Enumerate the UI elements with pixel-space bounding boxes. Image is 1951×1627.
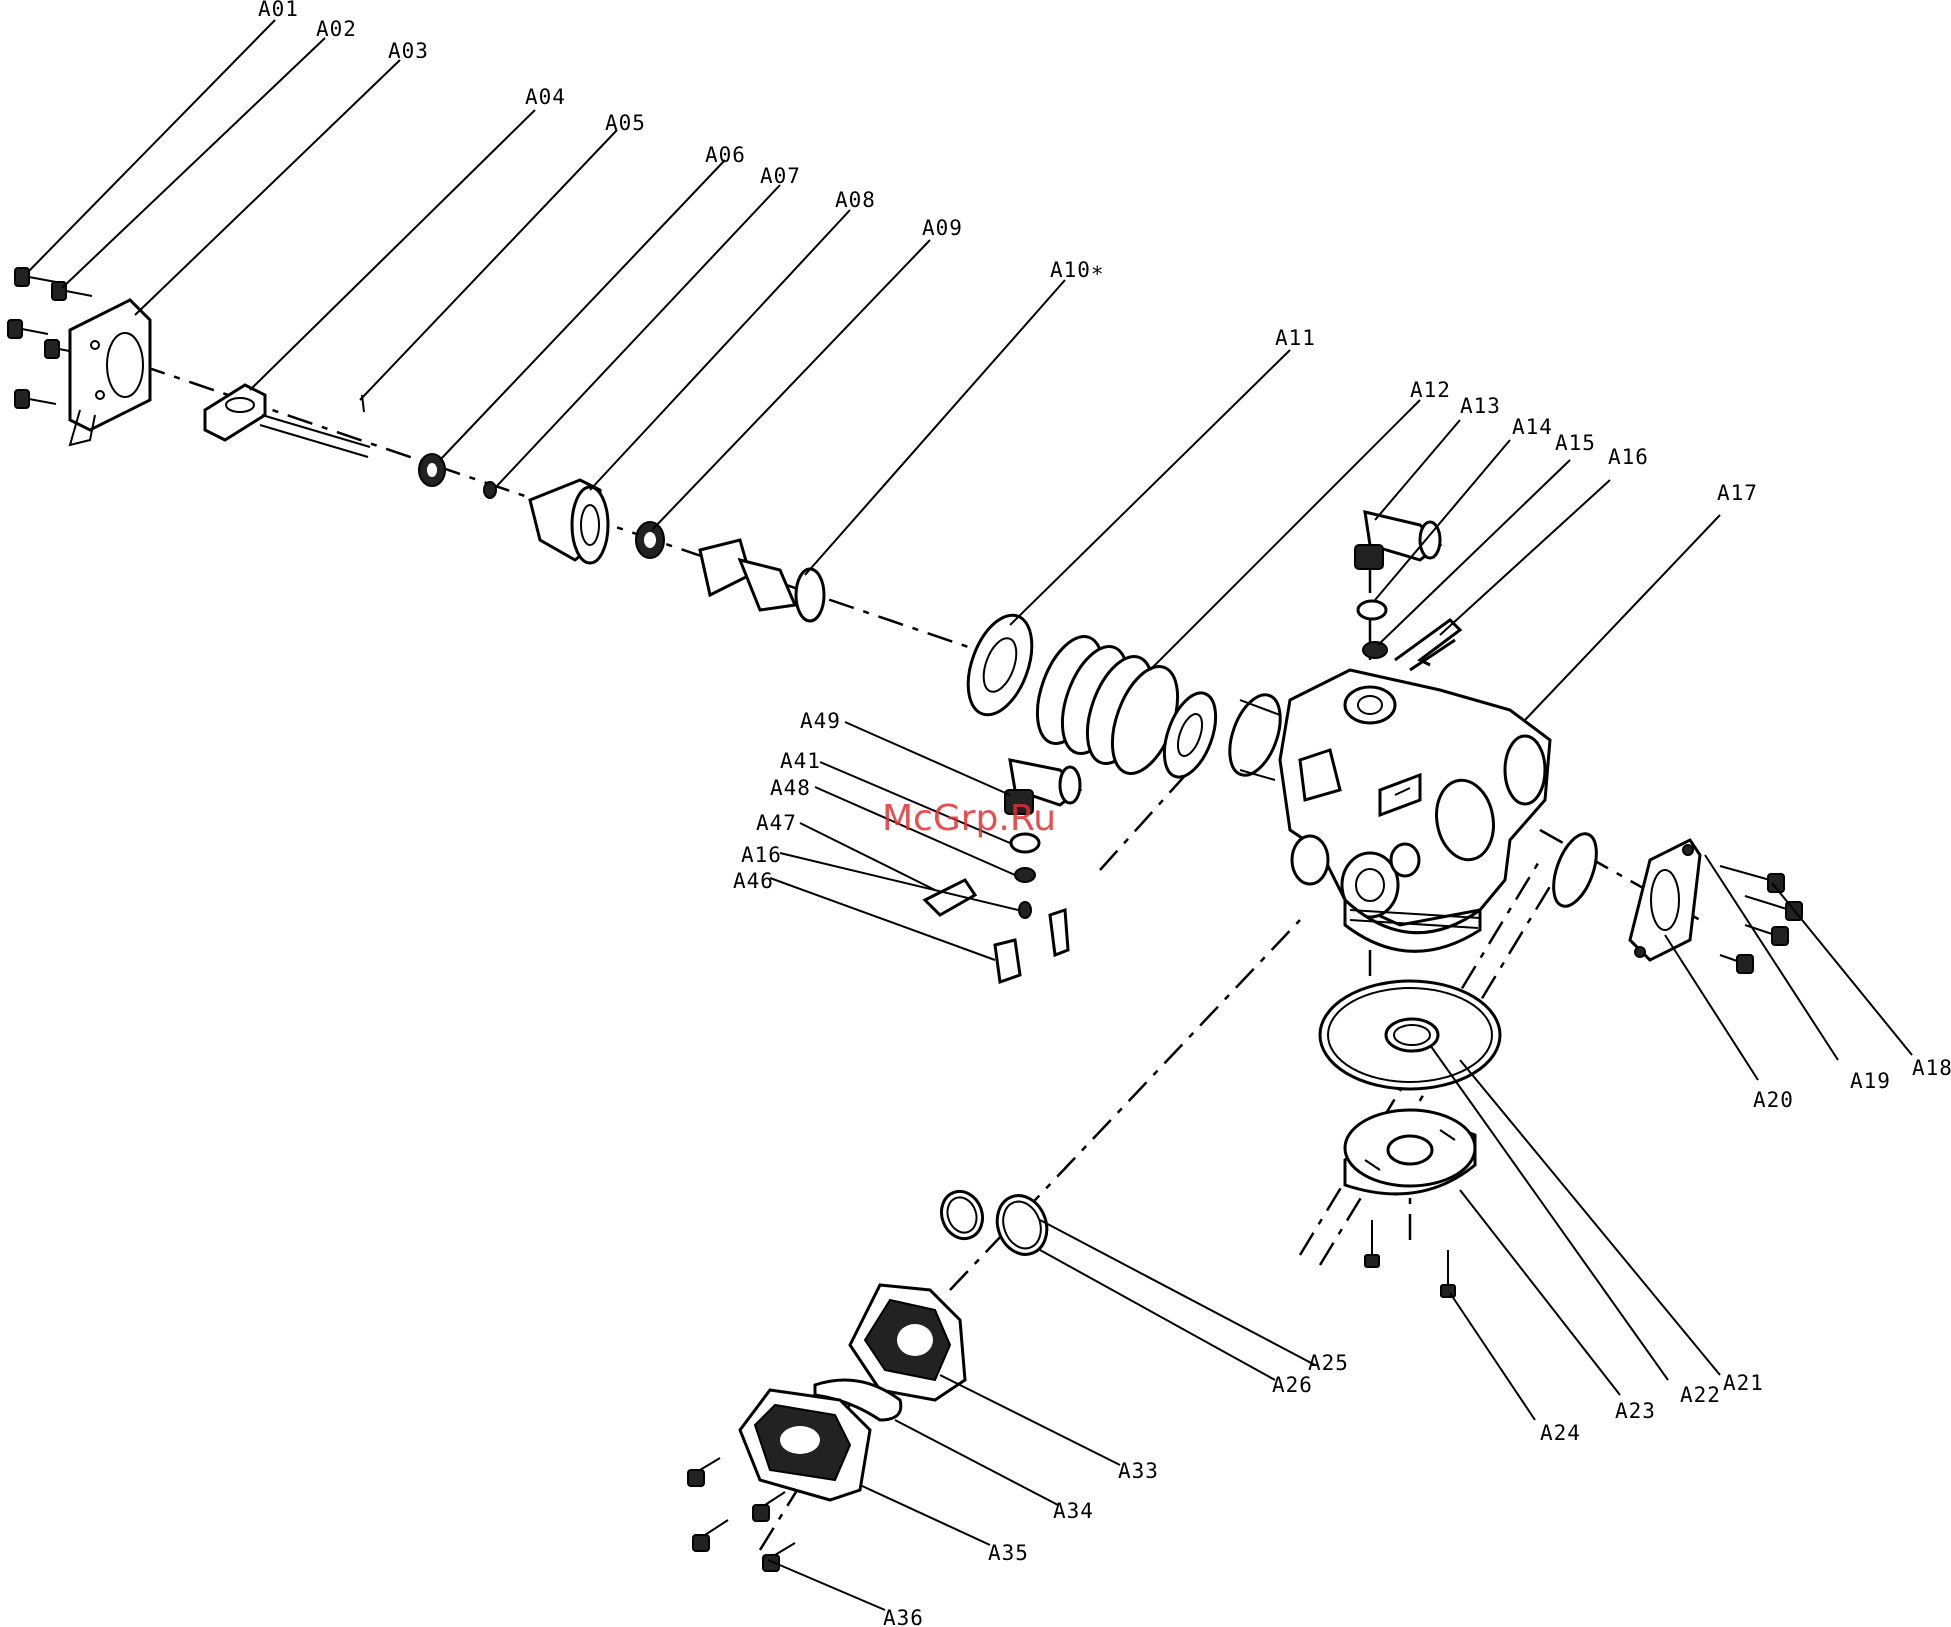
injector-screen	[1220, 688, 1290, 782]
screw-a02	[52, 282, 92, 300]
fitting-a46	[995, 910, 1068, 982]
label-a34: A34	[1053, 1499, 1094, 1523]
label-a10: A10∗	[1050, 258, 1105, 282]
label-a46: A46	[733, 869, 774, 893]
label-a07: A07	[760, 164, 801, 188]
label-a24: A24	[1540, 1421, 1581, 1445]
retaining-clip-a16	[1395, 620, 1460, 670]
label-a11: A11	[1275, 326, 1316, 350]
label-a49: A49	[800, 709, 841, 733]
label-a17: A17	[1717, 481, 1758, 505]
oring-a15	[1363, 642, 1387, 658]
piston-a10	[700, 540, 824, 621]
label-a09: A09	[922, 216, 963, 240]
oring-a25	[935, 1186, 989, 1245]
label-a36: A36	[883, 1606, 924, 1627]
label-a47: A47	[756, 811, 797, 835]
label-a26: A26	[1272, 1373, 1313, 1397]
label-a33: A33	[1118, 1459, 1159, 1483]
mounting-plate-a03	[70, 300, 150, 445]
label-a03: A03	[388, 39, 429, 63]
label-a48: A48	[770, 776, 811, 800]
label-a12: A12	[1410, 378, 1451, 402]
label-a23: A23	[1615, 1399, 1656, 1423]
label-a25: A25	[1308, 1351, 1349, 1375]
ring-a07	[484, 482, 496, 498]
label-a21: A21	[1723, 1371, 1764, 1395]
label-a05: A05	[605, 111, 646, 135]
part-labels: A01 A02 A03 A04 A05 A06 A07 A08 A09 A10∗…	[258, 0, 1951, 1627]
bypass-body-a35	[740, 1390, 870, 1500]
oring-flange	[1545, 828, 1605, 912]
label-a06: A06	[705, 143, 746, 167]
ring-a16b	[1019, 902, 1031, 918]
oring-a48	[1015, 868, 1035, 882]
label-a41: A41	[780, 749, 821, 773]
label-a16: A16	[1608, 445, 1649, 469]
label-a13: A13	[1460, 394, 1501, 418]
gear-a09	[636, 522, 664, 558]
seal-a11	[956, 607, 1044, 724]
cap-a08	[530, 480, 608, 563]
label-a04: A04	[525, 85, 566, 109]
label-a22: A22	[1680, 1383, 1721, 1407]
adapter-flange-a20	[1630, 840, 1700, 960]
label-a02: A02	[316, 17, 357, 41]
washer-a14	[1358, 601, 1386, 619]
gasket-a21	[1320, 981, 1500, 1089]
oring-a26	[989, 1189, 1055, 1262]
watermark: McGrp.Ru	[882, 798, 1056, 839]
label-a15: A15	[1555, 431, 1596, 455]
label-a20: A20	[1753, 1088, 1794, 1112]
bolts-right-a18	[1720, 866, 1802, 973]
elbow-fitting-a13	[1355, 512, 1440, 569]
label-a01: A01	[258, 0, 299, 21]
label-a08: A08	[835, 188, 876, 212]
label-a19: A19	[1850, 1069, 1891, 1093]
drive-key-a04	[205, 385, 370, 457]
base-adapter-a23	[1345, 1110, 1475, 1194]
screw-a01	[15, 268, 56, 286]
label-a35: A35	[988, 1541, 1029, 1565]
label-a16b: A16	[741, 843, 782, 867]
label-a14: A14	[1512, 415, 1553, 439]
label-a18: A18	[1912, 1056, 1951, 1080]
